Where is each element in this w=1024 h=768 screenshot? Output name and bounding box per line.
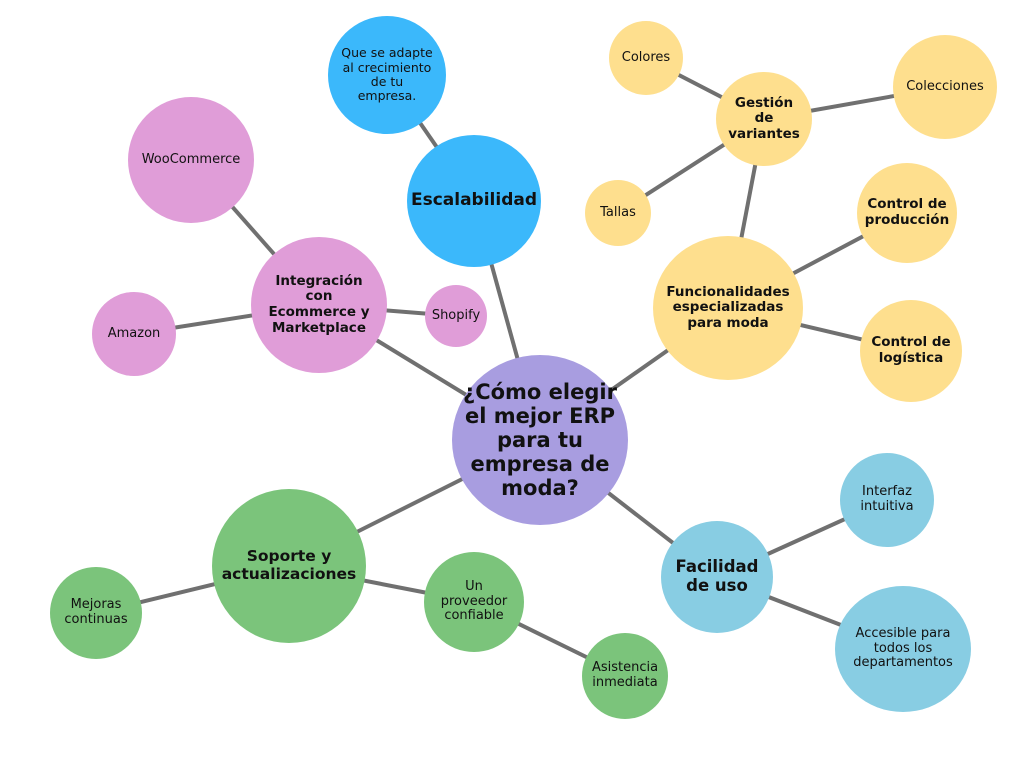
node-label-line: departamentos (853, 655, 953, 671)
node-label: Amazon (107, 325, 161, 342)
node-label: Escalabilidad (411, 191, 537, 211)
node-label-line: especializadas (672, 299, 784, 316)
escalabilidad-node: Escalabilidad (407, 135, 541, 267)
node-label-line: Gestión (734, 94, 794, 111)
node-label-line: de tu (370, 74, 404, 89)
node-label-line: Tallas (600, 204, 636, 220)
node-label-line: de uso (686, 576, 748, 595)
node-label-line: WooCommerce (141, 151, 241, 167)
node-label-line: variantes (728, 125, 800, 142)
node-label-line: Soporte y (246, 547, 332, 566)
node-label-line: inmediata (592, 675, 658, 690)
colecciones-node: Colecciones (893, 35, 997, 139)
node-label-line: Integración (275, 272, 363, 289)
node-label-line: empresa de (470, 452, 610, 477)
node-label-line: Funcionalidades (666, 283, 790, 300)
node-label-line: moda? (501, 476, 579, 501)
node-label-line: Control de (867, 196, 947, 213)
node-label-line: Colecciones (906, 78, 984, 94)
node-label-line: empresa. (357, 88, 417, 104)
woocommerce-node: WooCommerce (128, 97, 254, 223)
node-label-line: para moda (687, 314, 769, 331)
node-label-line: Ecommerce y (268, 304, 370, 320)
node-label-line: actualizaciones (221, 565, 357, 583)
colores-node: Colores (609, 21, 683, 95)
node-label-line: Amazon (107, 325, 161, 341)
node-label: Tallas (600, 204, 636, 221)
node-label-line: de (754, 110, 774, 127)
node-label-line: intuitiva (860, 499, 914, 514)
node-label-line: Shopify (431, 307, 481, 323)
node-label-line: Asistencia (591, 660, 659, 676)
node-label-line: Que se adapte (341, 45, 433, 61)
node-label-line: al crecimiento (342, 59, 432, 75)
node-label-line: proveedor (440, 593, 508, 609)
node-label-line: Interfaz (862, 484, 912, 500)
node-label-line: producción (864, 212, 950, 228)
node-label-line: todos los (873, 640, 933, 656)
node-label-line: Facilidad (675, 557, 759, 577)
node-label-line: Accesible para (855, 625, 951, 641)
node-label-line: Colores (621, 49, 671, 65)
node-label: Colores (621, 49, 671, 66)
node-label-line: Un (465, 578, 483, 594)
tallas-node: Tallas (585, 180, 651, 246)
node-label-line: para tu (496, 427, 583, 452)
node-label-line: Mejoras (70, 597, 122, 613)
node-label: Shopify (431, 307, 481, 324)
shopify-node: Shopify (425, 285, 487, 347)
node-label-line: Escalabilidad (410, 190, 538, 211)
node-label-line: Control de (871, 334, 951, 351)
node-label-line: Marketplace (271, 319, 366, 336)
node-label-line: ¿Cómo elegir (463, 379, 617, 404)
node-label: WooCommerce (141, 151, 241, 168)
node-label: Colecciones (906, 78, 984, 95)
node-label-line: con (305, 288, 333, 305)
amazon-node: Amazon (92, 292, 176, 376)
node-label-line: confiable (444, 608, 504, 624)
node-label-line: el mejor ERP (464, 403, 616, 428)
node-label-line: logística (878, 350, 944, 366)
node-label-line: continuas (64, 612, 128, 627)
